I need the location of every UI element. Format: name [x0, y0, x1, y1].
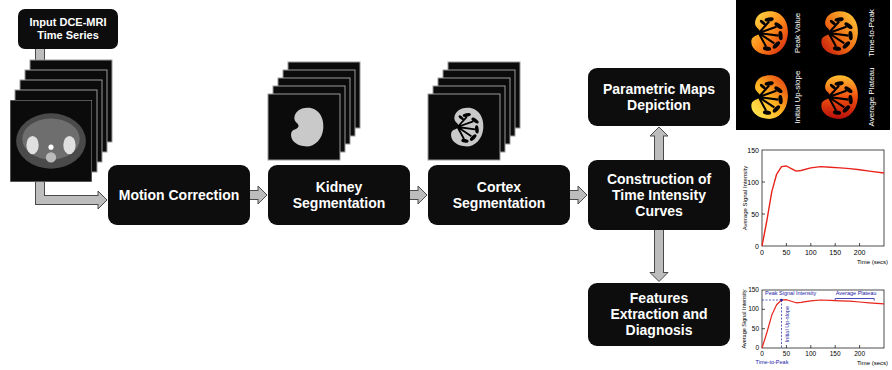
- process-box: Construction of Time Intensity Curves: [588, 160, 730, 230]
- tick-label: 150: [747, 147, 759, 154]
- image-frame: [428, 94, 500, 160]
- node-text: Features Extraction and Diagnosis: [594, 290, 724, 338]
- node-text: Parametric Maps Depiction: [594, 81, 724, 113]
- block-arrow: [410, 186, 427, 204]
- block-arrow: [570, 186, 587, 204]
- tick-marks: [762, 309, 860, 348]
- node-text: Construction of Time Intensity Curves: [594, 171, 724, 219]
- map-label: Time-to-Peak: [868, 9, 876, 57]
- process-box: Features Extraction and Diagnosis: [588, 283, 730, 346]
- axis-label: Time (secs): [857, 360, 888, 366]
- tick-label: 100: [805, 249, 817, 256]
- peak-marker: [780, 299, 783, 302]
- process-box: Parametric Maps Depiction: [588, 68, 730, 126]
- axis-label: Average Signal Intensity: [742, 166, 748, 231]
- block-arrow: [650, 127, 668, 160]
- tick-label: 100: [805, 351, 816, 358]
- parametric-map: [751, 75, 788, 119]
- tick-label: 150: [829, 249, 841, 256]
- arrow-shaft: [410, 191, 420, 199]
- intensity-curve: [762, 300, 884, 348]
- tick-label: 200: [854, 351, 865, 358]
- tick-label: 0: [755, 243, 759, 250]
- image-frame: [268, 94, 340, 160]
- cortex-mask: [451, 108, 483, 147]
- tick-label: 0: [755, 345, 759, 352]
- plateau-bracket: [835, 299, 874, 301]
- block-arrow: [250, 186, 267, 204]
- parametric-map: [751, 11, 788, 55]
- tick-label: 150: [830, 351, 841, 358]
- axis-label: Average Signal Intensity: [742, 289, 748, 348]
- plot-frame: [762, 150, 884, 246]
- arrow-shaft: [655, 230, 663, 274]
- tick-marks: [762, 182, 860, 246]
- tick-label: 0: [760, 249, 764, 256]
- tick-label: 100: [747, 179, 759, 186]
- tick-label: 200: [854, 249, 866, 256]
- mri-image: [10, 100, 92, 182]
- tick-label: 50: [782, 249, 790, 256]
- node-text: Motion Correction: [119, 187, 240, 203]
- process-box: Motion Correction: [108, 165, 250, 225]
- arrow-shaft: [655, 135, 663, 161]
- tick-label: 50: [751, 211, 759, 218]
- block-arrow: [650, 230, 668, 282]
- parametric-map: [821, 75, 858, 119]
- plot-frame: [762, 290, 884, 348]
- annotation: Average Plateau: [836, 291, 877, 297]
- parametric-map: [821, 11, 858, 55]
- tick-label: 0: [760, 351, 764, 358]
- intensity-curve: [762, 166, 884, 246]
- map-label: Average Plateau: [868, 67, 876, 126]
- axis-label: Time (secs): [857, 259, 888, 265]
- process-box: Cortex Segmentation: [428, 165, 570, 225]
- tick-label: 50: [783, 351, 790, 358]
- map-label: Peak Value: [794, 13, 802, 53]
- annotation: Initial Up-slope: [785, 306, 791, 342]
- process-box: Kidney Segmentation: [268, 165, 410, 225]
- map-label: Initial Up-slope: [794, 71, 802, 124]
- node-text: Kidney Segmentation: [274, 179, 404, 211]
- tick-label: 100: [748, 306, 759, 313]
- arrow-shaft: [250, 191, 260, 199]
- arrow-shaft: [570, 191, 580, 199]
- annotation: Peak Signal Intensity: [765, 291, 816, 297]
- tick-label: 50: [752, 325, 759, 332]
- tick-label: 150: [748, 287, 759, 294]
- annotation: Time-to-Peak: [756, 360, 789, 366]
- guide-line: [762, 300, 782, 348]
- maps-panel: [736, 0, 890, 130]
- node-text: Input DCE-MRI Time Series: [24, 16, 112, 41]
- kidney-mask: [291, 108, 323, 147]
- node-text: Cortex Segmentation: [434, 179, 564, 211]
- input-label: Input DCE-MRI Time Series: [18, 9, 118, 49]
